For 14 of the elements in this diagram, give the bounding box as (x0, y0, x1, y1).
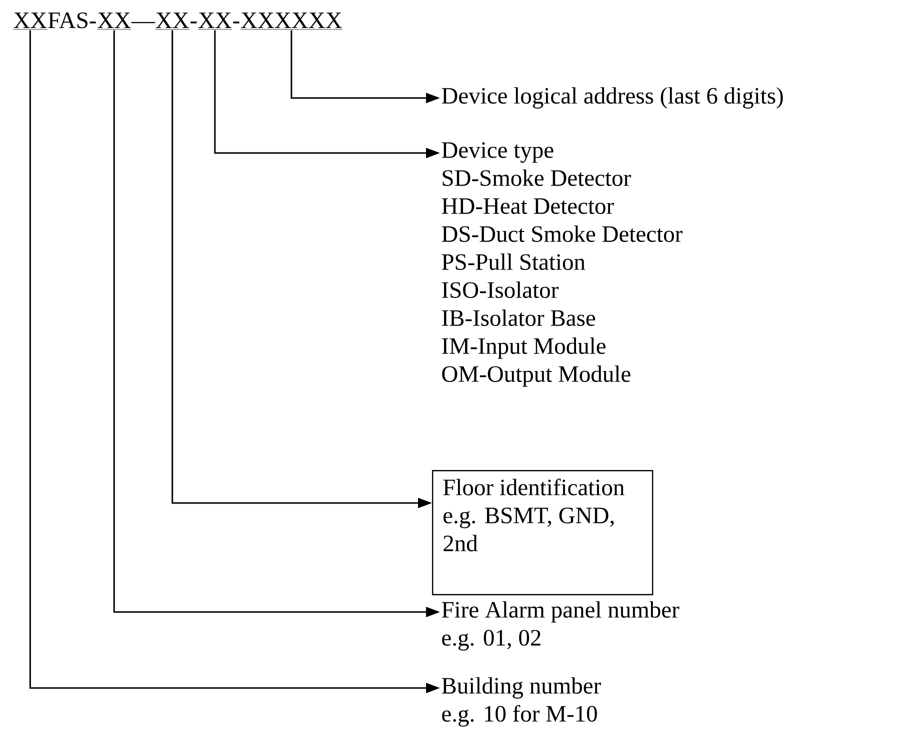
code-segment: XX (155, 12, 190, 30)
description-text: Fire Alarm panel number e.g. 01, 02 (442, 601, 680, 651)
label-box: Floor identification e.g. BSMT, GND, 2nd (432, 470, 654, 596)
code-text: — (131, 22, 156, 24)
code-text: FAS- (48, 12, 96, 28)
code-segment: XX (96, 12, 132, 30)
code-segment: XX (198, 12, 232, 30)
description-text: Device logical address (last 6 digits) (442, 87, 783, 109)
code-segment: XX (13, 12, 48, 30)
description-text: Building number e.g. 10 for M-10 (442, 677, 601, 727)
description-text: Device type SD-Smoke Detector HD-Heat Detector DS-Duct Smoke Detector PS-Pull Station ISO-Isolator IB-Isolator Base IM-Input Module OM-Output Module (442, 142, 682, 387)
code-text: - (190, 22, 197, 24)
code-segment: XXXXXX (240, 12, 343, 30)
code-text: - (233, 22, 240, 24)
